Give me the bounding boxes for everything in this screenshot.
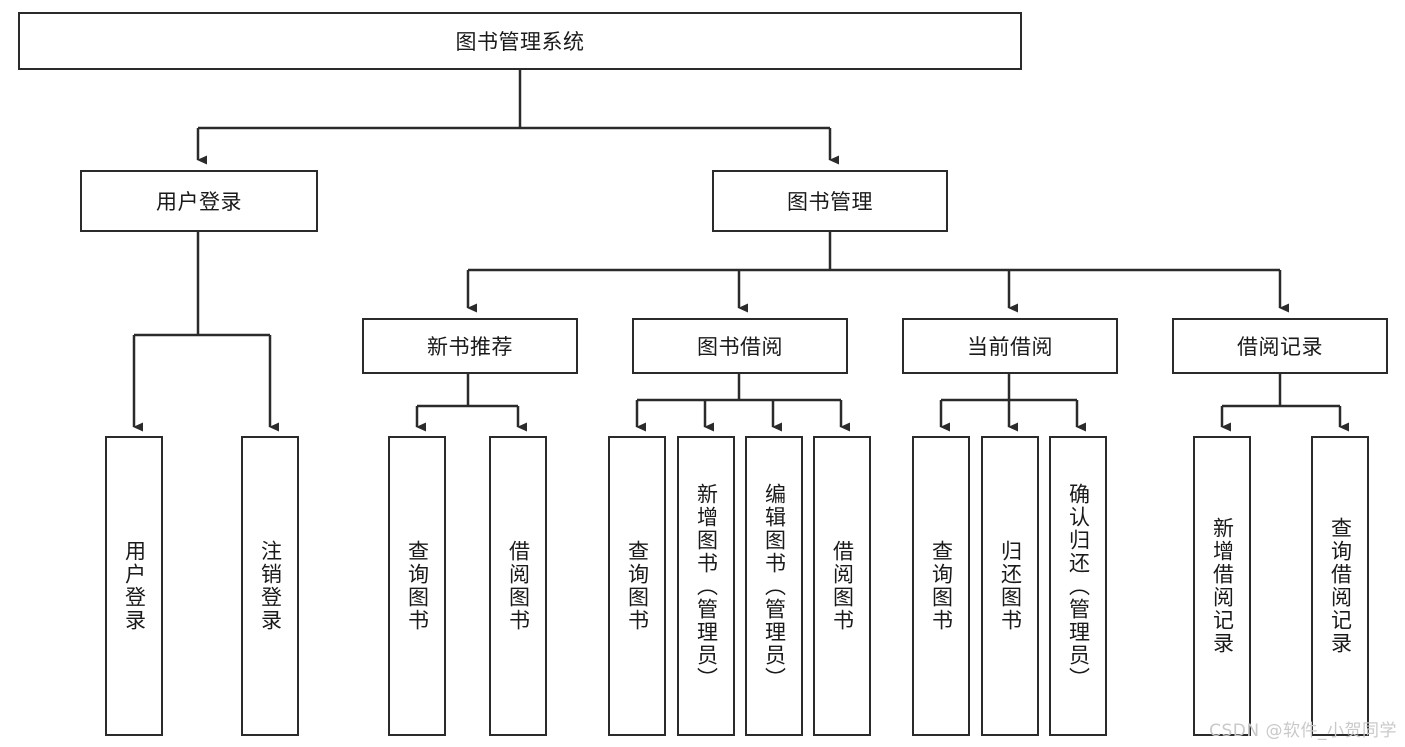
node-label: 图书管理系统: [455, 30, 585, 54]
node-book-management[interactable]: 图书管理: [712, 170, 948, 232]
node-label: 查询图书: [625, 540, 650, 632]
node-user-login[interactable]: 用户登录: [80, 170, 318, 232]
node-label: 查询图书: [929, 540, 954, 632]
node-new-book-recommend[interactable]: 新书推荐: [362, 318, 578, 374]
node-label: 借阅图书: [830, 540, 855, 632]
node-leaf-query-book-current[interactable]: 查询图书: [912, 436, 970, 736]
node-leaf-query-book-new[interactable]: 查询图书: [388, 436, 446, 736]
node-leaf-return-book[interactable]: 归还图书: [981, 436, 1039, 736]
node-leaf-borrow-book[interactable]: 借阅图书: [813, 436, 871, 736]
node-leaf-add-borrow-record[interactable]: 新增借阅记录: [1193, 436, 1251, 736]
node-current-borrow[interactable]: 当前借阅: [902, 318, 1118, 374]
node-borrow-records[interactable]: 借阅记录: [1172, 318, 1388, 374]
node-leaf-borrow-book-new[interactable]: 借阅图书: [489, 436, 547, 736]
node-label: 注销登录: [258, 540, 283, 632]
node-leaf-query-borrow-record[interactable]: 查询借阅记录: [1311, 436, 1369, 736]
node-label: 编辑图书（管理员）: [762, 482, 787, 690]
node-label: 用户登录: [156, 190, 242, 214]
node-label: 图书借阅: [697, 335, 783, 359]
node-label: 新增借阅记录: [1210, 517, 1235, 655]
node-label: 借阅图书: [506, 540, 531, 632]
node-leaf-edit-book-admin[interactable]: 编辑图书（管理员）: [745, 436, 803, 736]
node-leaf-query-book-borrow[interactable]: 查询图书: [608, 436, 666, 736]
node-label: 借阅记录: [1237, 335, 1323, 359]
node-label: 图书管理: [787, 190, 873, 214]
node-root-system[interactable]: 图书管理系统: [18, 12, 1022, 70]
node-label: 归还图书: [998, 540, 1023, 632]
node-book-borrow[interactable]: 图书借阅: [632, 318, 848, 374]
node-leaf-user-login[interactable]: 用户登录: [105, 436, 163, 736]
node-label: 新增图书（管理员）: [694, 482, 719, 690]
node-label: 新书推荐: [427, 335, 513, 359]
csdn-watermark: CSDN @软件_小贺同学: [1209, 721, 1397, 741]
node-label: 用户登录: [122, 540, 147, 632]
node-label: 查询借阅记录: [1328, 517, 1353, 655]
node-label: 当前借阅: [967, 335, 1053, 359]
node-leaf-add-book-admin[interactable]: 新增图书（管理员）: [677, 436, 735, 736]
node-leaf-confirm-return-admin[interactable]: 确认归还（管理员）: [1049, 436, 1107, 736]
node-label: 确认归还（管理员）: [1066, 482, 1091, 690]
node-leaf-logout[interactable]: 注销登录: [241, 436, 299, 736]
node-label: 查询图书: [405, 540, 430, 632]
